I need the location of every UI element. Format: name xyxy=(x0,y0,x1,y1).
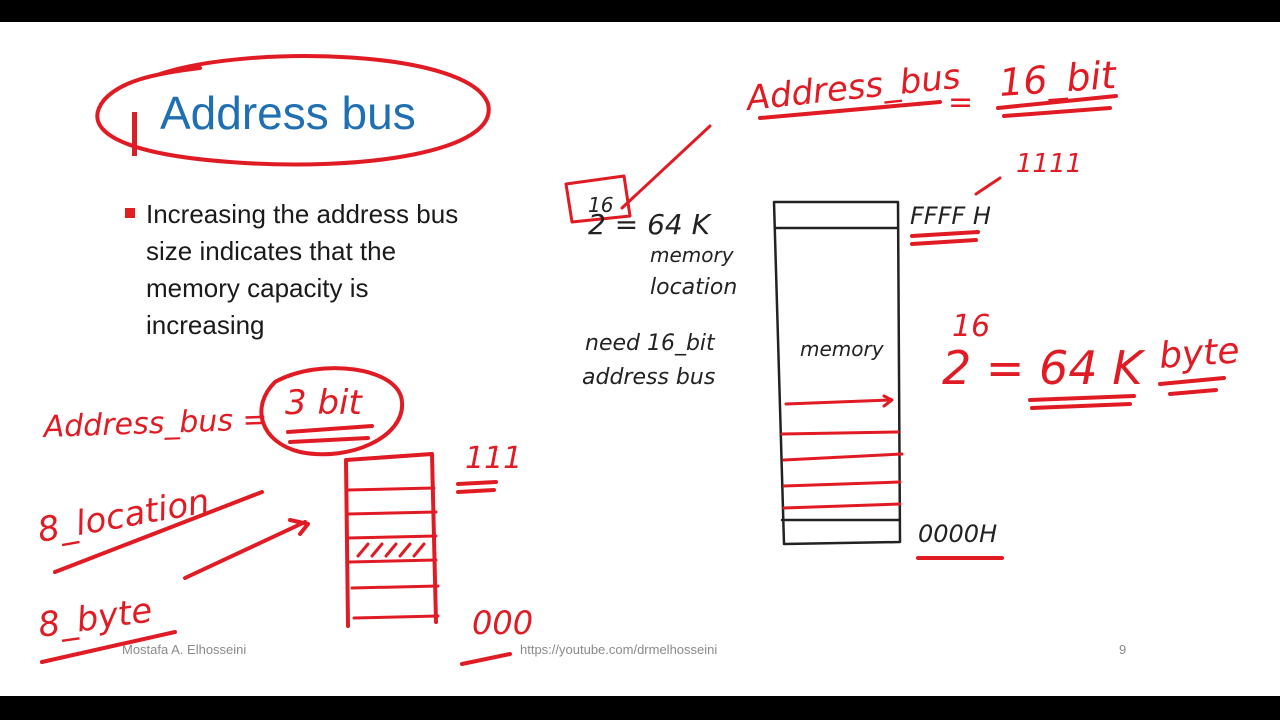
left-memory-block xyxy=(344,452,438,628)
right-bus-underline xyxy=(758,100,942,120)
memory-label: memory xyxy=(800,337,885,361)
power-line1: memory xyxy=(650,243,735,267)
right-bits-underline xyxy=(996,94,1118,118)
slide-title: Address bus xyxy=(160,87,416,139)
footer-author: Mostafa A. Elhosseini xyxy=(122,642,247,657)
right-equals: = xyxy=(948,85,973,120)
right-memory-rows xyxy=(780,394,904,510)
need-line1: need 16_bit xyxy=(585,331,716,356)
pointer-arrow xyxy=(183,518,310,580)
handwritten-annotations: Address_bus = 3 bit 8_location 8_byte 11… xyxy=(35,53,1241,666)
locations-underline xyxy=(53,490,264,574)
bullet-text: Increasing the address bus size indicate… xyxy=(146,199,459,340)
locations-label: 8_location xyxy=(35,481,213,551)
left-memory-rows xyxy=(346,486,440,620)
top-address-underline xyxy=(910,230,980,246)
big-unit: byte xyxy=(1158,330,1241,377)
bottom-address: 0000H xyxy=(918,520,997,548)
big-base: 2 = 64 K xyxy=(942,341,1146,395)
left-top-address: 111 xyxy=(465,441,522,476)
left-bottom-underline xyxy=(460,652,512,666)
footer-url: https://youtube.com/drmelhosseini xyxy=(520,642,718,657)
big-underline xyxy=(1028,376,1226,410)
left-bits-underline xyxy=(286,424,374,444)
top-binary-line xyxy=(974,176,1002,196)
top-address: FFFF H xyxy=(910,202,991,230)
left-memory-hatched-row xyxy=(356,542,426,558)
left-bits-label: 3 bit xyxy=(285,383,363,423)
power-base: 2 = 64 K xyxy=(588,208,713,241)
bullet-icon xyxy=(125,208,135,218)
slide: Address bus Increasing the address bus s… xyxy=(0,22,1280,696)
left-bits-circle xyxy=(259,366,405,457)
right-memory-block xyxy=(772,200,902,546)
power-exponent: 16 xyxy=(588,193,613,217)
need-line2: address bus xyxy=(582,365,715,390)
left-bottom-address: 000 xyxy=(472,604,533,642)
page-number: 9 xyxy=(1119,642,1127,657)
title-accent-bar xyxy=(132,112,137,156)
top-binary: 1111 xyxy=(1016,149,1082,179)
big-exponent: 16 xyxy=(952,309,990,344)
left-bus-label: Address_bus = xyxy=(41,402,268,445)
power-line2: location xyxy=(650,275,737,300)
right-pointer-line xyxy=(620,124,712,210)
bytes-underline xyxy=(40,630,177,664)
bytes-label: 8_byte xyxy=(36,590,155,646)
left-top-underline xyxy=(456,480,498,494)
title-circle xyxy=(95,54,491,167)
exponent-box xyxy=(564,174,632,224)
